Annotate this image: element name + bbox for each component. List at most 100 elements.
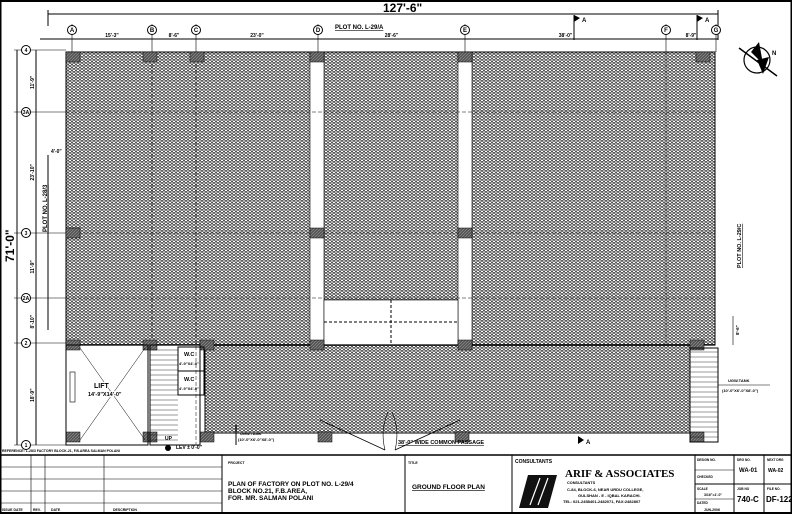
north-arrow-icon: N xyxy=(738,42,778,77)
structural-column xyxy=(689,339,705,351)
drawing-number: WA-01 xyxy=(739,468,758,474)
grid-columns: A15'-3"B8'-6"C23'-0"D28'-6"E38'-0"F8'-9"… xyxy=(67,24,721,52)
column-dimension: 8'-6" xyxy=(169,33,180,39)
grid-bubble xyxy=(460,25,470,35)
corridor-e xyxy=(457,51,473,346)
grid-bubble xyxy=(21,338,31,348)
svg-text:JOB NO: JOB NO xyxy=(737,487,750,491)
grid-row-label: 4 xyxy=(25,48,28,54)
svg-text:NEXT DRG: NEXT DRG xyxy=(767,458,784,462)
grid-column-label: C xyxy=(194,28,199,34)
structural-column xyxy=(65,227,81,239)
lift-shaft: LIFT 14'-9"X14'-0" xyxy=(65,344,149,446)
structural-column xyxy=(199,431,215,443)
overall-width-label: 127'-6" xyxy=(383,1,422,15)
project-line-1: PLAN OF FACTORY ON PLOT NO. L-29/4 xyxy=(228,481,354,488)
row-dimension: 18'-9" xyxy=(30,388,36,402)
structural-column xyxy=(309,51,325,63)
stair-up-label: UP xyxy=(165,436,173,442)
structural-column xyxy=(457,227,473,239)
svg-text:CONSULTANTS: CONSULTANTS xyxy=(515,459,553,465)
factory-hall xyxy=(65,51,716,346)
left-offset-label: 4'-0" xyxy=(51,149,62,155)
passage-label: 38'-0" WIDE COMMON PASSAGE xyxy=(398,440,484,446)
row-dimension: 8'-10" xyxy=(30,314,36,328)
svg-text:CONSULTANTS: CONSULTANTS xyxy=(567,481,596,485)
column-dimension: 15'-3" xyxy=(105,33,119,39)
grid-bubble xyxy=(313,25,323,35)
svg-text:FILE NO.: FILE NO. xyxy=(767,487,781,491)
drawing-title: GROUND FLOOR PLAN xyxy=(412,484,485,491)
grid-column-label: F xyxy=(664,28,668,34)
lift-label: LIFT xyxy=(94,383,109,390)
structural-column xyxy=(454,431,470,443)
corridor-d xyxy=(309,51,325,346)
svg-text:DRG NO.: DRG NO. xyxy=(737,458,751,462)
column-dimension: 38'-0" xyxy=(559,33,573,39)
wc-size-1: 4'-9"X4'-9" xyxy=(179,361,199,366)
svg-text:SCALE: SCALE xyxy=(697,487,708,491)
job-number: 740-C xyxy=(737,495,759,504)
structural-column xyxy=(142,51,158,63)
svg-text:UGW.TANK: UGW.TANK xyxy=(728,378,750,383)
structural-column xyxy=(457,51,473,63)
structural-column xyxy=(309,227,325,239)
svg-text:C-84, BLOCK-6, NEAR URDU COLLE: C-84, BLOCK-6, NEAR URDU COLLEGE, xyxy=(567,487,643,492)
tank-note-left: UGW.TANK (10'-0"X6'-0"X8'-0") xyxy=(235,425,275,445)
wc-size-2: 4'-9"X4'-9" xyxy=(179,386,199,391)
main-gate: 38'-0" WIDE COMMON PASSAGE xyxy=(319,411,484,451)
svg-text:N: N xyxy=(772,51,776,57)
svg-text:DATED: DATED xyxy=(697,501,708,505)
project-line-3: FOR. MR. SALMAN POLANI xyxy=(228,495,313,502)
wc-label-2: W.C xyxy=(184,377,194,383)
section-marker-top-2: A xyxy=(696,15,710,40)
grid-row-label: 3A xyxy=(23,110,30,116)
svg-text:(10'-0"X6'-0"X8'-0"): (10'-0"X6'-0"X8'-0") xyxy=(722,388,759,393)
structural-column xyxy=(317,431,333,443)
section-marker-top-1: A xyxy=(573,15,587,40)
grid-bubble xyxy=(191,25,201,35)
rev-header-description: DESCRIPTION xyxy=(113,508,137,512)
grid-bubble xyxy=(711,25,721,35)
wc-label-1: W.C xyxy=(184,352,194,358)
structural-column xyxy=(199,339,215,351)
svg-text:A: A xyxy=(705,18,710,24)
svg-text:PROJECT: PROJECT xyxy=(228,461,245,465)
section-marker-bottom: A xyxy=(578,436,591,446)
grid-row-label: 2A xyxy=(23,296,30,302)
svg-text:TITLE: TITLE xyxy=(408,461,418,465)
svg-text:WA-02: WA-02 xyxy=(768,468,784,474)
svg-text:CHECKED: CHECKED xyxy=(697,475,713,479)
structural-column xyxy=(65,431,81,443)
structural-column xyxy=(309,339,325,351)
grid-bubble xyxy=(21,107,31,117)
file-number: DF-122 xyxy=(766,495,792,504)
svg-text:JUN-2006: JUN-2006 xyxy=(704,508,720,512)
lift-size: 14'-9"X14'-0" xyxy=(88,392,122,398)
firm-name: ARIF & ASSOCIATES xyxy=(565,468,674,480)
row-dimension: 23'-10" xyxy=(30,164,36,181)
grid-row-label: 2 xyxy=(25,341,28,347)
wc-block: W.C 4'-9"X4'-9" W.C 4'-9"X4'-9" xyxy=(177,346,205,396)
grid-row-label: 3 xyxy=(25,231,28,237)
grid-column-label: B xyxy=(150,28,155,34)
grid-bubble xyxy=(21,45,31,55)
svg-text:A: A xyxy=(582,18,587,24)
structural-column xyxy=(189,51,205,63)
column-dimension: 28'-6" xyxy=(385,33,399,39)
svg-text:GULSHAN - E - IQBAL KARACHI.: GULSHAN - E - IQBAL KARACHI. xyxy=(578,493,641,498)
rev-header-issue: ISSUE DATE xyxy=(2,508,23,512)
overall-dimension: 127'-6" PLOT NO. L-29/A xyxy=(47,1,719,40)
rev-header-rev: REV. xyxy=(33,508,41,512)
building-plan xyxy=(65,51,716,445)
level-label: LEV ± 0'-0" xyxy=(176,445,203,451)
front-hall xyxy=(204,344,691,434)
plot-right-label: PLOT NO. L-29/C xyxy=(737,224,743,268)
grid-bubble xyxy=(67,25,77,35)
stair-right: UGW.TANK (10'-0"X6'-0"X8'-0") 8'-6" xyxy=(689,316,770,443)
grid-bubble xyxy=(147,25,157,35)
row-dimension: 11'-9" xyxy=(30,75,36,89)
grid-column-label: A xyxy=(70,28,75,34)
